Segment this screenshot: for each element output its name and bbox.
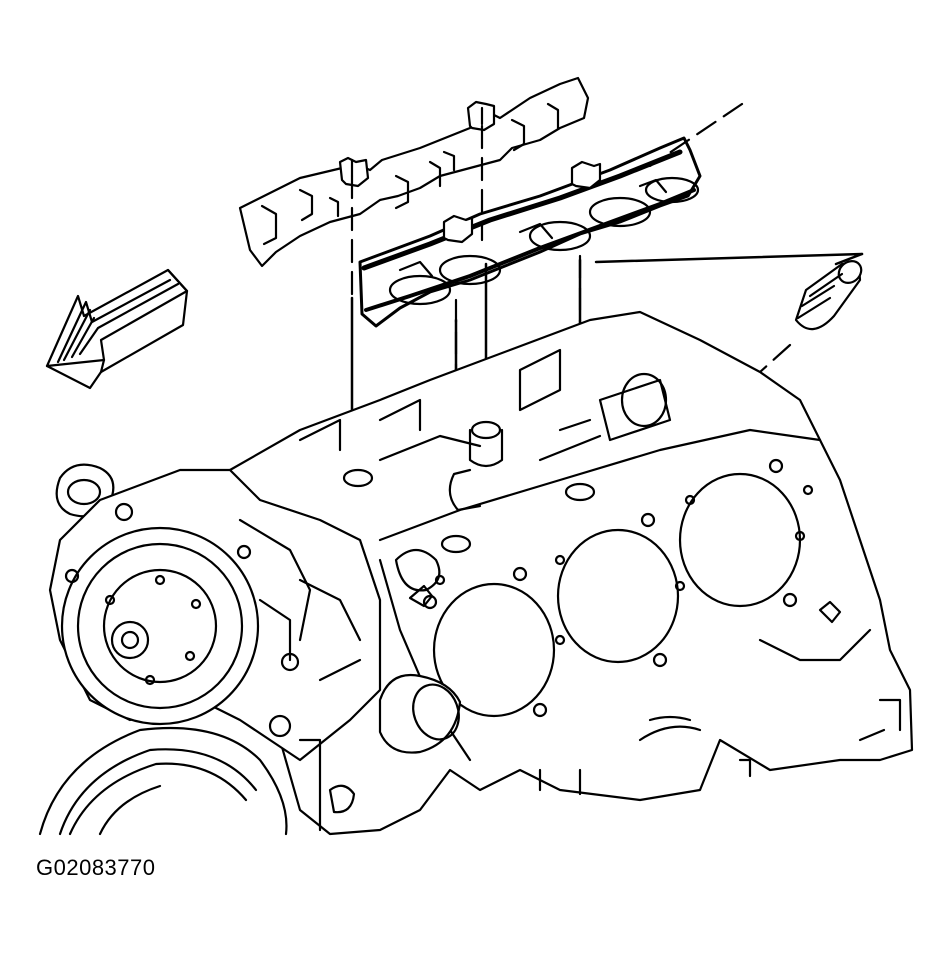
hydraulic-lifter-icon — [794, 260, 863, 331]
upper-lifter-guide — [238, 76, 590, 268]
water-pump-assembly — [38, 463, 462, 836]
direction-arrow-icon — [45, 268, 189, 390]
figure-id-label: G02083770 — [36, 855, 156, 880]
lower-lifter-guide — [358, 136, 702, 328]
